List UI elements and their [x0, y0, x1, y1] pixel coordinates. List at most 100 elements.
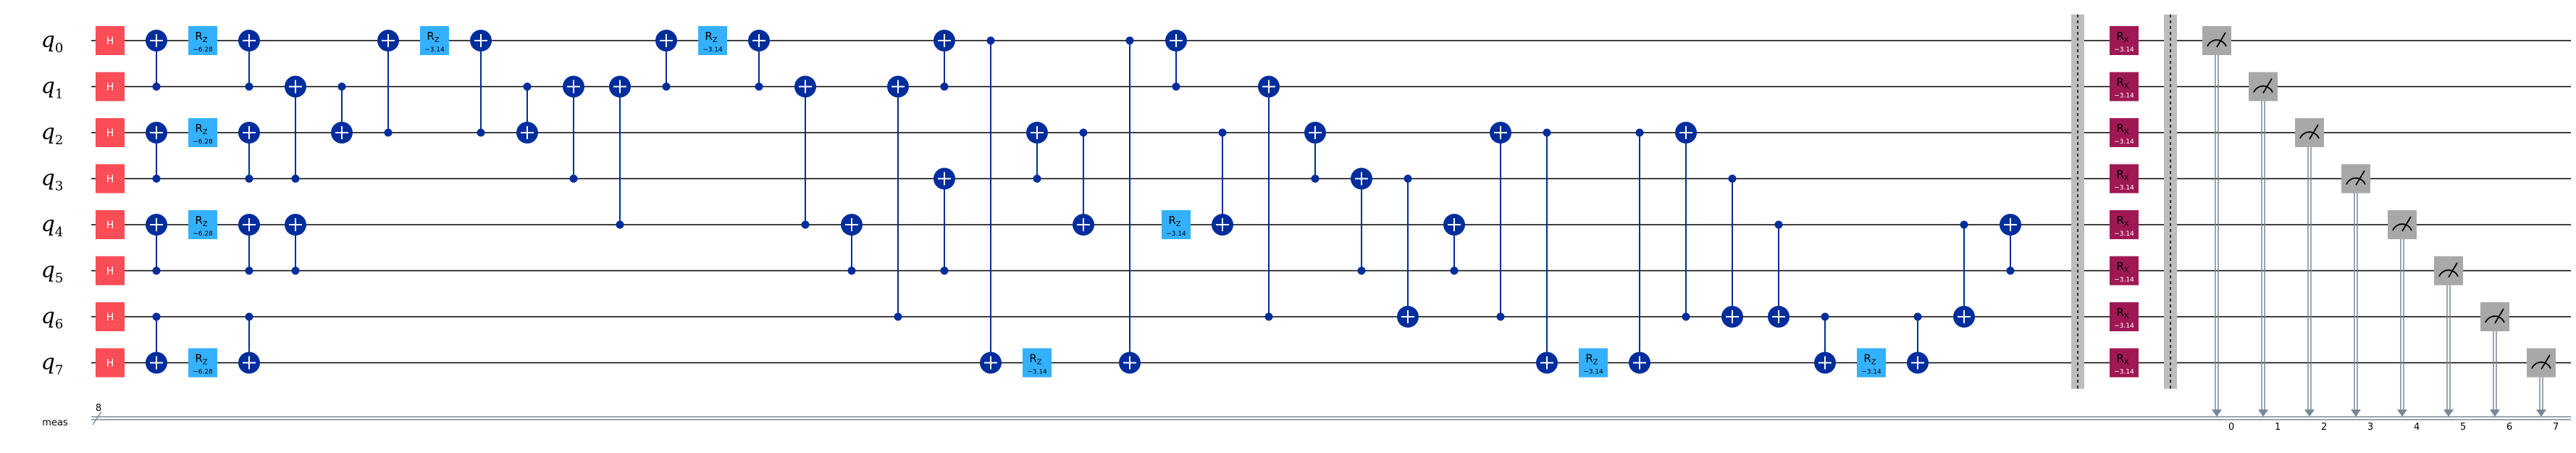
cnot-gate-61 [2000, 214, 2021, 275]
rz-gate-30-box [698, 26, 727, 55]
rx-gate-q0: RX−3.14 [2110, 26, 2139, 55]
cnot-gate-16 [238, 30, 260, 91]
cnot-gate-17 [238, 122, 260, 183]
cnot-control-dot [1033, 175, 1041, 183]
meter-arc-icon [2253, 85, 2273, 93]
rx-gate-q7-param: −3.14 [2114, 369, 2134, 376]
rz-gate-12: RZ−6.28 [188, 26, 217, 55]
rx-gate-q4-box [2110, 210, 2139, 239]
cnot-control-dot [1635, 128, 1644, 137]
h-gate-q2: H [96, 118, 125, 147]
cnot-control-dot [1728, 175, 1737, 183]
cnot-gate-34 [887, 75, 909, 321]
cnot-control-dot [1311, 175, 1320, 183]
cnot-gate-9 [146, 122, 167, 183]
rz-gate-43: RZ−3.14 [1162, 210, 1191, 239]
rz-gate-14-label: RZ [195, 214, 207, 228]
cnot-gate-60 [1953, 220, 1975, 328]
cnot-control-dot [1125, 36, 1134, 45]
meter-arc-icon [2438, 269, 2459, 277]
cnot-control-dot [1357, 267, 1366, 275]
cnot-control-dot [1913, 312, 1922, 321]
rz-gate-13: RZ−6.28 [188, 118, 217, 147]
classical-register-width: 8 [96, 403, 101, 414]
h-gate-label: H [106, 36, 114, 47]
cnot-control-dot [569, 175, 578, 183]
rz-gate-52-param: −3.14 [1583, 369, 1603, 376]
meter-needle-icon [2355, 170, 2365, 186]
cnot-control-dot [245, 83, 253, 91]
rx-gate-q2-label: RX [2116, 122, 2128, 136]
cnot-gate-26 [516, 83, 538, 144]
measure-arrow [2212, 410, 2222, 417]
cnot-control-dot [384, 128, 393, 137]
rx-gate-q6: RX−3.14 [2110, 302, 2139, 331]
measure-arrow [2490, 410, 2500, 417]
rz-gate-43-param: −3.14 [1166, 230, 1186, 238]
meter-arc-icon [2485, 315, 2505, 323]
cnot-control-dot [662, 83, 671, 91]
cnot-control-dot [1496, 312, 1505, 321]
rz-gate-38-label: RZ [1029, 352, 1041, 367]
rx-gate-q5-label: RX [2116, 260, 2128, 275]
classical-bus-slash [92, 411, 102, 425]
rz-gate-13-box [188, 118, 217, 147]
rz-gate-43-box [1162, 210, 1191, 239]
rx-gate-q3-box [2110, 164, 2139, 194]
meter-arc-icon [2299, 131, 2320, 139]
cnot-gate-54 [1675, 122, 1697, 321]
qubit-label-q5: q5 [41, 258, 64, 286]
rx-gate-q0-param: −3.14 [2114, 46, 2134, 54]
rx-gate-q6-label: RX [2116, 306, 2128, 320]
cnot-control-dot [523, 83, 532, 91]
rz-gate-52-box [1579, 348, 1608, 378]
cnot-gate-29 [655, 30, 677, 91]
h-gate-box [96, 118, 125, 147]
cnot-gate-8 [146, 30, 167, 91]
measure-arrow [2536, 410, 2546, 417]
measure-bit-label: 2 [2321, 422, 2327, 433]
rz-gate-12-box [188, 26, 217, 55]
rx-gate-q7-box [2110, 348, 2139, 378]
cnot-control-dot [291, 175, 300, 183]
rx-gate-q1-label: RX [2116, 76, 2128, 91]
h-gate-label: H [106, 312, 114, 323]
h-gate-box [96, 72, 125, 101]
cnot-control-dot [755, 83, 763, 91]
qubit-label-q2: q2 [41, 120, 64, 148]
h-gate-label: H [106, 82, 114, 93]
rx-gate-q3-param: −3.14 [2114, 185, 2134, 192]
rz-gate-24-box [420, 26, 449, 55]
cnot-gate-48 [1397, 175, 1419, 328]
rz-gate-30-param: −3.14 [702, 46, 723, 54]
cnot-control-dot [152, 312, 161, 321]
cnot-control-dot [152, 267, 161, 275]
meter-arc-icon [2531, 361, 2551, 369]
cnot-gate-20 [285, 75, 306, 183]
cnot-gate-49 [1443, 214, 1465, 275]
cnot-control-dot [1682, 312, 1690, 321]
qubit-label-q0: q0 [41, 28, 64, 56]
measure-gate-3: 3 [2341, 164, 2373, 433]
cnot-control-dot [245, 267, 253, 275]
rz-gate-52: RZ−3.14 [1579, 348, 1608, 378]
qubit-label-q7: q7 [41, 350, 64, 378]
h-gate-q7: H [96, 348, 125, 378]
h-gate-label: H [106, 220, 114, 231]
cnot-gate-19 [238, 312, 260, 374]
cnot-gate-42 [1165, 30, 1187, 91]
measure-bit-label: 0 [2228, 422, 2234, 433]
cnot-control-dot [1079, 128, 1088, 137]
cnot-gate-32 [794, 75, 816, 229]
meter-needle-icon [2541, 354, 2551, 370]
cnot-control-dot [152, 83, 161, 91]
h-gate-box [96, 26, 125, 55]
rx-gate-q6-box [2110, 302, 2139, 331]
rx-gate-q4-param: −3.14 [2114, 230, 2134, 238]
cnot-control-dot [1774, 220, 1783, 229]
rz-gate-14-box [188, 210, 217, 239]
meter-needle-icon [2494, 308, 2504, 324]
measure-gate-2: 2 [2295, 118, 2327, 433]
rz-gate-13-label: RZ [195, 122, 207, 136]
